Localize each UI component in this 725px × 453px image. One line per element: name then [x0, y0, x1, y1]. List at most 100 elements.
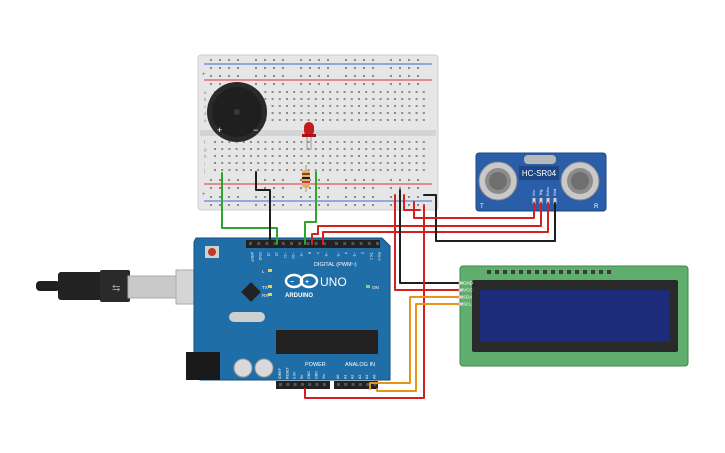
- analog-pin[interactable]: [366, 383, 370, 386]
- breadboard-row-label: e: [204, 118, 207, 123]
- lcd-header-pin: [583, 270, 587, 274]
- breadboard-row-label: g: [204, 147, 207, 152]
- sensor-name-label: HC-SR04: [522, 169, 557, 178]
- digital-pin[interactable]: [343, 242, 347, 245]
- lcd-header-pin: [527, 270, 531, 274]
- digital-pin[interactable]: [351, 242, 355, 245]
- lcd-header-pin: [607, 270, 611, 274]
- digital-pin-label: 8: [307, 252, 311, 254]
- power-pin[interactable]: [322, 383, 326, 386]
- resistor: [302, 165, 310, 192]
- power-pin[interactable]: [315, 383, 319, 386]
- arduino-logo: − +: [284, 273, 319, 289]
- power-pin-label: GND: [307, 371, 311, 379]
- lcd-pin[interactable]: [457, 288, 463, 292]
- analog-pin-label: A4: [365, 375, 369, 379]
- breadboard-row-label: i: [204, 161, 205, 166]
- lcd-screen: [480, 290, 670, 342]
- wire-scl: [376, 303, 459, 392]
- sensor-t-label: T: [480, 204, 484, 210]
- power-pin-label: RESET: [285, 366, 289, 379]
- wire-5v: [304, 204, 425, 399]
- power-pin[interactable]: [300, 383, 304, 386]
- power-pin-label: GND: [315, 371, 319, 379]
- lcd-header-pin: [487, 270, 491, 274]
- digital-pin-label: ~9: [299, 252, 303, 256]
- digital-pin[interactable]: [322, 242, 326, 245]
- red-led: [302, 122, 316, 150]
- lcd-pin-label: SCL: [463, 302, 472, 307]
- sensor-pin[interactable]: [539, 198, 543, 204]
- wire-buzzer-gnd: [255, 171, 271, 245]
- lcd-pin[interactable]: [457, 302, 463, 306]
- digital-pin[interactable]: [367, 242, 371, 245]
- buzzer-plus-label: +: [217, 125, 222, 135]
- digital-pin-label: 7: [316, 252, 320, 254]
- power-pin[interactable]: [279, 383, 282, 386]
- lcd-header-pin: [599, 270, 603, 274]
- digital-pin[interactable]: [273, 242, 277, 245]
- power-pin-label: Vin: [322, 374, 326, 379]
- lcd-pin[interactable]: [457, 281, 463, 285]
- digital-pin[interactable]: [249, 242, 252, 245]
- svg-text:−: −: [290, 279, 294, 286]
- lcd-pin-label: GND: [463, 281, 474, 286]
- analog-pin-label: A5: [373, 375, 377, 379]
- analog-pin[interactable]: [358, 383, 362, 386]
- digital-pin[interactable]: [314, 242, 318, 245]
- digital-pin-label: GND: [258, 252, 262, 261]
- rx-led-label: RX: [262, 293, 268, 298]
- lcd-header-pin: [511, 270, 515, 274]
- analog-pin[interactable]: [337, 383, 340, 386]
- power-pin[interactable]: [286, 383, 290, 386]
- lcd-pin-label: SDA: [463, 295, 472, 300]
- breadboard-row-label: h: [204, 154, 207, 159]
- atmega-chip: [276, 330, 378, 354]
- lcd-header-pin: [495, 270, 499, 274]
- analog-pin-label: A1: [343, 375, 347, 379]
- wires: [221, 171, 556, 399]
- digital-pin[interactable]: [376, 242, 379, 245]
- sensor-pin-label: Vcc: [532, 190, 536, 196]
- analog-header: [334, 381, 378, 389]
- digital-pin[interactable]: [306, 242, 310, 245]
- digital-pin[interactable]: [257, 242, 261, 245]
- digital-pin[interactable]: [359, 242, 363, 245]
- wire-lcd-gnd: [399, 189, 459, 284]
- sensor-pin-label: Gnd: [553, 189, 557, 196]
- digital-pin[interactable]: [281, 242, 285, 245]
- tx-led: [268, 285, 272, 288]
- sensor-pin[interactable]: [532, 198, 536, 204]
- power-jack: [186, 352, 220, 380]
- digital-pin[interactable]: [290, 242, 293, 245]
- wire-sensor-gnd: [423, 194, 556, 242]
- sensor-pin[interactable]: [546, 198, 550, 204]
- breadboard-row-label: a: [204, 90, 207, 95]
- svg-text:+: +: [305, 279, 309, 286]
- digital-pin[interactable]: [335, 242, 338, 245]
- buzzer-minus-label: −: [253, 125, 258, 135]
- lcd-header-pin: [559, 270, 563, 274]
- analog-pin[interactable]: [373, 383, 377, 386]
- digital-pin[interactable]: [298, 242, 302, 245]
- lcd-pin[interactable]: [457, 295, 463, 299]
- breadboard-row-label: c: [204, 104, 207, 109]
- sensor-pin-label: Echo: [546, 187, 550, 196]
- wire-trig: [317, 202, 542, 235]
- rail-plus-label: +: [202, 72, 206, 78]
- digital-pin[interactable]: [265, 242, 269, 245]
- power-pin-label: 3.3V: [293, 371, 297, 379]
- sensor-pin[interactable]: [553, 198, 557, 204]
- analog-pin[interactable]: [344, 383, 348, 386]
- digital-pin-label: TX 1: [369, 252, 373, 260]
- analog-pin[interactable]: [351, 383, 355, 386]
- digital-pin-label: ~6: [324, 252, 328, 256]
- lcd-header-pin: [591, 270, 595, 274]
- power-pin[interactable]: [293, 383, 297, 386]
- lcd-header-pin: [567, 270, 571, 274]
- power-pin[interactable]: [308, 383, 312, 386]
